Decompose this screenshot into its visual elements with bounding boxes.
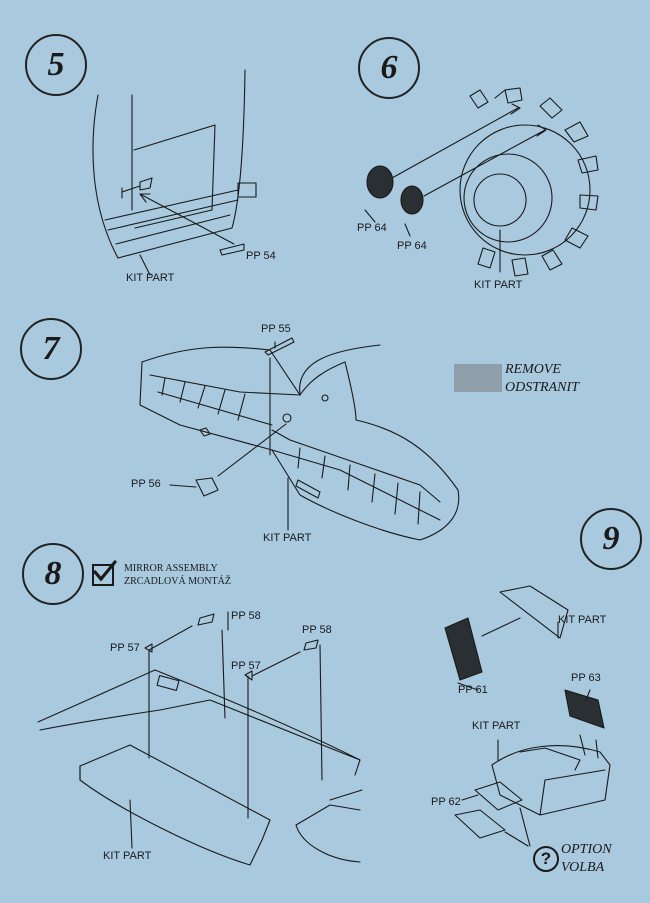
label-pp55: PP 55 — [261, 323, 291, 335]
option-label-cz: VOLBA — [561, 860, 605, 875]
label-kit-part-step5: KIT PART — [126, 272, 175, 284]
step7-tailplane-drawing — [139, 337, 460, 541]
label-kit-part-step7: KIT PART — [263, 532, 312, 544]
label-kit-part-step9-b: KIT PART — [472, 720, 521, 732]
step6-engine-drawing — [364, 87, 599, 277]
label-pp54: PP 54 — [246, 250, 276, 262]
label-pp57-a: PP 57 — [110, 642, 140, 654]
remove-label-en: REMOVE — [505, 362, 561, 377]
step8-wing-drawing — [37, 611, 363, 866]
question-icon: ? — [533, 846, 559, 872]
label-pp61: PP 61 — [458, 684, 488, 696]
step-number-8: 8 — [22, 543, 84, 605]
label-pp64-b: PP 64 — [397, 240, 427, 252]
mirror-label-cz: ZRCADLOVÁ MONTÁŽ — [124, 576, 231, 587]
label-kit-part-step9-a: KIT PART — [558, 614, 607, 626]
label-pp63: PP 63 — [571, 672, 601, 684]
option-label-en: OPTION — [561, 842, 612, 857]
label-pp58-a: PP 58 — [231, 610, 261, 622]
label-pp64-a: PP 64 — [357, 222, 387, 234]
remove-swatch — [454, 364, 502, 392]
label-pp62: PP 62 — [431, 796, 461, 808]
label-kit-part-step6: KIT PART — [474, 279, 523, 291]
label-pp58-b: PP 58 — [302, 624, 332, 636]
step-number-5: 5 — [25, 34, 87, 96]
checkmark-glyph — [93, 560, 117, 582]
mirror-label-en: MIRROR ASSEMBLY — [124, 563, 218, 574]
label-pp57-b: PP 57 — [231, 660, 261, 672]
step5-fuselage-drawing — [92, 69, 257, 276]
step9-cockpit-drawing — [444, 585, 611, 847]
label-kit-part-step8: KIT PART — [103, 850, 152, 862]
label-pp56: PP 56 — [131, 478, 161, 490]
step-number-6: 6 — [358, 37, 420, 99]
remove-label-cz: ODSTRANIT — [505, 380, 579, 395]
step-number-7: 7 — [20, 318, 82, 380]
checkmark-icon — [92, 560, 117, 586]
step-number-9: 9 — [580, 508, 642, 570]
